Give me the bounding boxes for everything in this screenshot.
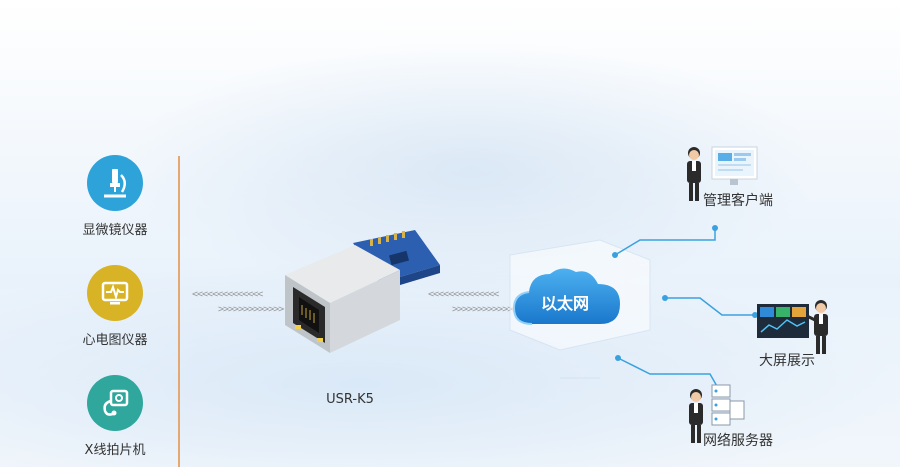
xray-machine-icon bbox=[87, 375, 143, 431]
device-label: 显微镜仪器 bbox=[82, 223, 148, 238]
device-label: X线拍片机 bbox=[84, 443, 146, 458]
device-ecg: 心电图仪器 bbox=[55, 265, 175, 348]
divider-line bbox=[178, 156, 180, 467]
device-label: 心电图仪器 bbox=[82, 333, 148, 348]
rj45-module-icon bbox=[275, 225, 450, 364]
admin-workstation-icon bbox=[682, 143, 762, 209]
endpoint-label-admin: 管理客户端 bbox=[703, 193, 773, 209]
device-microscope: 显微镜仪器 bbox=[55, 155, 175, 238]
arrow-stream-left-bottom: >>>>>>>>>>>>> bbox=[218, 304, 284, 315]
endpoint-label-screen: 大屏展示 bbox=[759, 353, 815, 369]
server-icon bbox=[686, 383, 746, 449]
big-screen-icon bbox=[755, 298, 835, 362]
endpoint-label-server: 网络服务器 bbox=[703, 433, 773, 449]
background-mist bbox=[0, 260, 900, 467]
ecg-monitor-icon bbox=[87, 265, 143, 321]
device-xray: X线拍片机 bbox=[55, 375, 175, 458]
arrow-stream-right-top: <<<<<<<<<<<<<< bbox=[428, 289, 499, 300]
background-mist bbox=[120, 40, 820, 300]
cloud-icon bbox=[510, 262, 625, 336]
module-label: USR-K5 bbox=[326, 392, 374, 407]
arrow-stream-left-top: <<<<<<<<<<<<<< bbox=[192, 289, 263, 300]
microscope-icon bbox=[87, 155, 143, 211]
network-label: 以太网 bbox=[540, 294, 589, 313]
arrow-stream-right-bottom: >>>>>>>>>>>>> bbox=[452, 304, 518, 315]
